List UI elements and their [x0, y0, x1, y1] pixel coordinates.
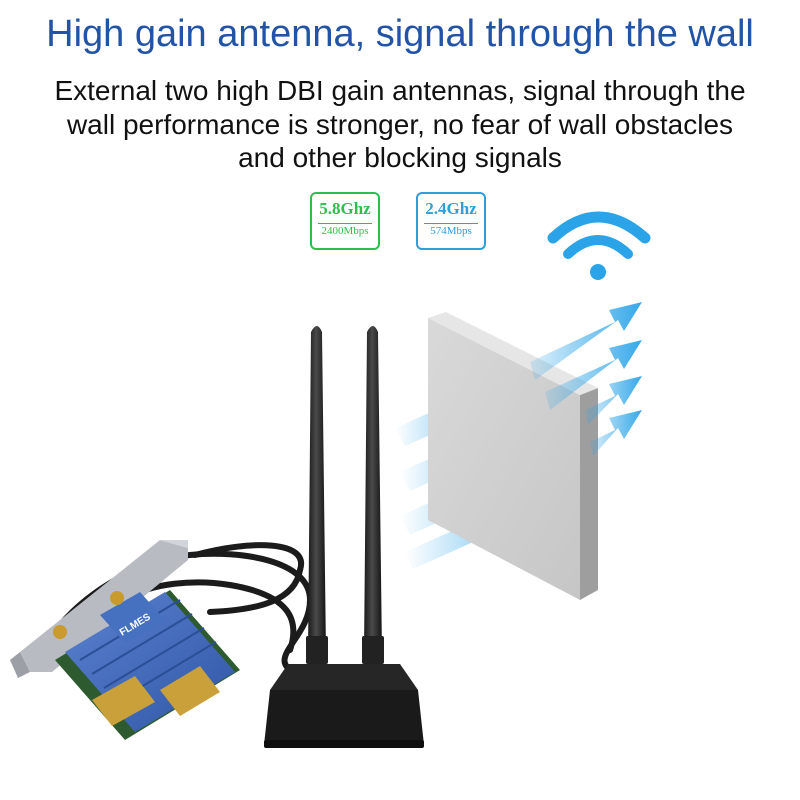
- badge-2-4ghz-speed: 574Mbps: [430, 225, 472, 237]
- wall: [428, 312, 598, 600]
- badge-5ghz-speed: 2400Mbps: [321, 225, 369, 237]
- page-description: External two high DBI gain antennas, sig…: [54, 75, 746, 174]
- badge-2-4ghz: 2.4Ghz 574Mbps: [416, 192, 486, 250]
- badge-2-4ghz-frequency: 2.4Ghz: [425, 199, 477, 218]
- pcie-wifi-card: FLMES: [10, 540, 240, 740]
- badge-divider: [424, 223, 478, 224]
- badge-5ghz: 5.8Ghz 2400Mbps: [310, 192, 380, 250]
- antenna-right: [362, 326, 384, 664]
- antenna-base: [264, 664, 424, 748]
- wifi-icon: [547, 211, 651, 280]
- page-title: High gain antenna, signal through the wa…: [46, 13, 754, 55]
- antenna-left: [306, 326, 328, 664]
- outgoing-signal-arrows: [530, 302, 642, 456]
- badge-divider: [318, 223, 372, 224]
- badge-5ghz-frequency: 5.8Ghz: [319, 199, 371, 218]
